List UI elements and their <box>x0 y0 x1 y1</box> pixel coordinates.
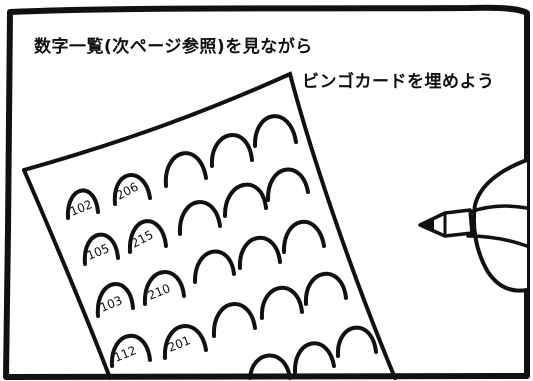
bingo-cell <box>162 324 208 360</box>
hand-outline <box>471 158 529 293</box>
bingo-cell <box>109 333 152 368</box>
instruction-caption-line-1: 数字一覧(次ページ参照)を見ながら <box>34 37 313 57</box>
bingo-cell <box>65 188 100 220</box>
bingo-cell <box>292 341 336 374</box>
bingo-cell <box>335 325 378 358</box>
finger-line <box>468 204 529 214</box>
bingo-cell <box>163 151 208 188</box>
bingo-cell <box>265 167 310 202</box>
bingo-cell <box>177 200 222 236</box>
bingo-cell <box>281 219 326 254</box>
card-left-edge <box>22 168 112 380</box>
bingo-cell <box>192 249 236 284</box>
bingo-cell <box>211 302 257 338</box>
bingo-cell <box>259 285 304 320</box>
bingo-cell <box>252 114 298 148</box>
panel-frame <box>3 4 530 380</box>
bingo-cell <box>127 219 168 254</box>
bingo-cell <box>248 353 292 380</box>
pencil-tip <box>420 219 434 231</box>
hand-with-pencil <box>418 158 529 293</box>
bingo-cell <box>95 282 135 318</box>
bingo-cell <box>142 270 186 306</box>
card-outline <box>22 71 397 380</box>
bingo-cell <box>209 133 254 168</box>
thumb-outline <box>466 234 529 248</box>
bingo-cell <box>222 182 268 218</box>
bingo-cell <box>112 173 152 206</box>
bingo-card: 102 206 105 215 103 210 112 201 <box>22 71 397 380</box>
bingo-cell <box>303 271 348 306</box>
bingo-cell <box>82 232 120 266</box>
instruction-caption-line-2: ビンゴカードを埋めよう <box>302 72 495 92</box>
bingo-cell <box>237 235 282 270</box>
